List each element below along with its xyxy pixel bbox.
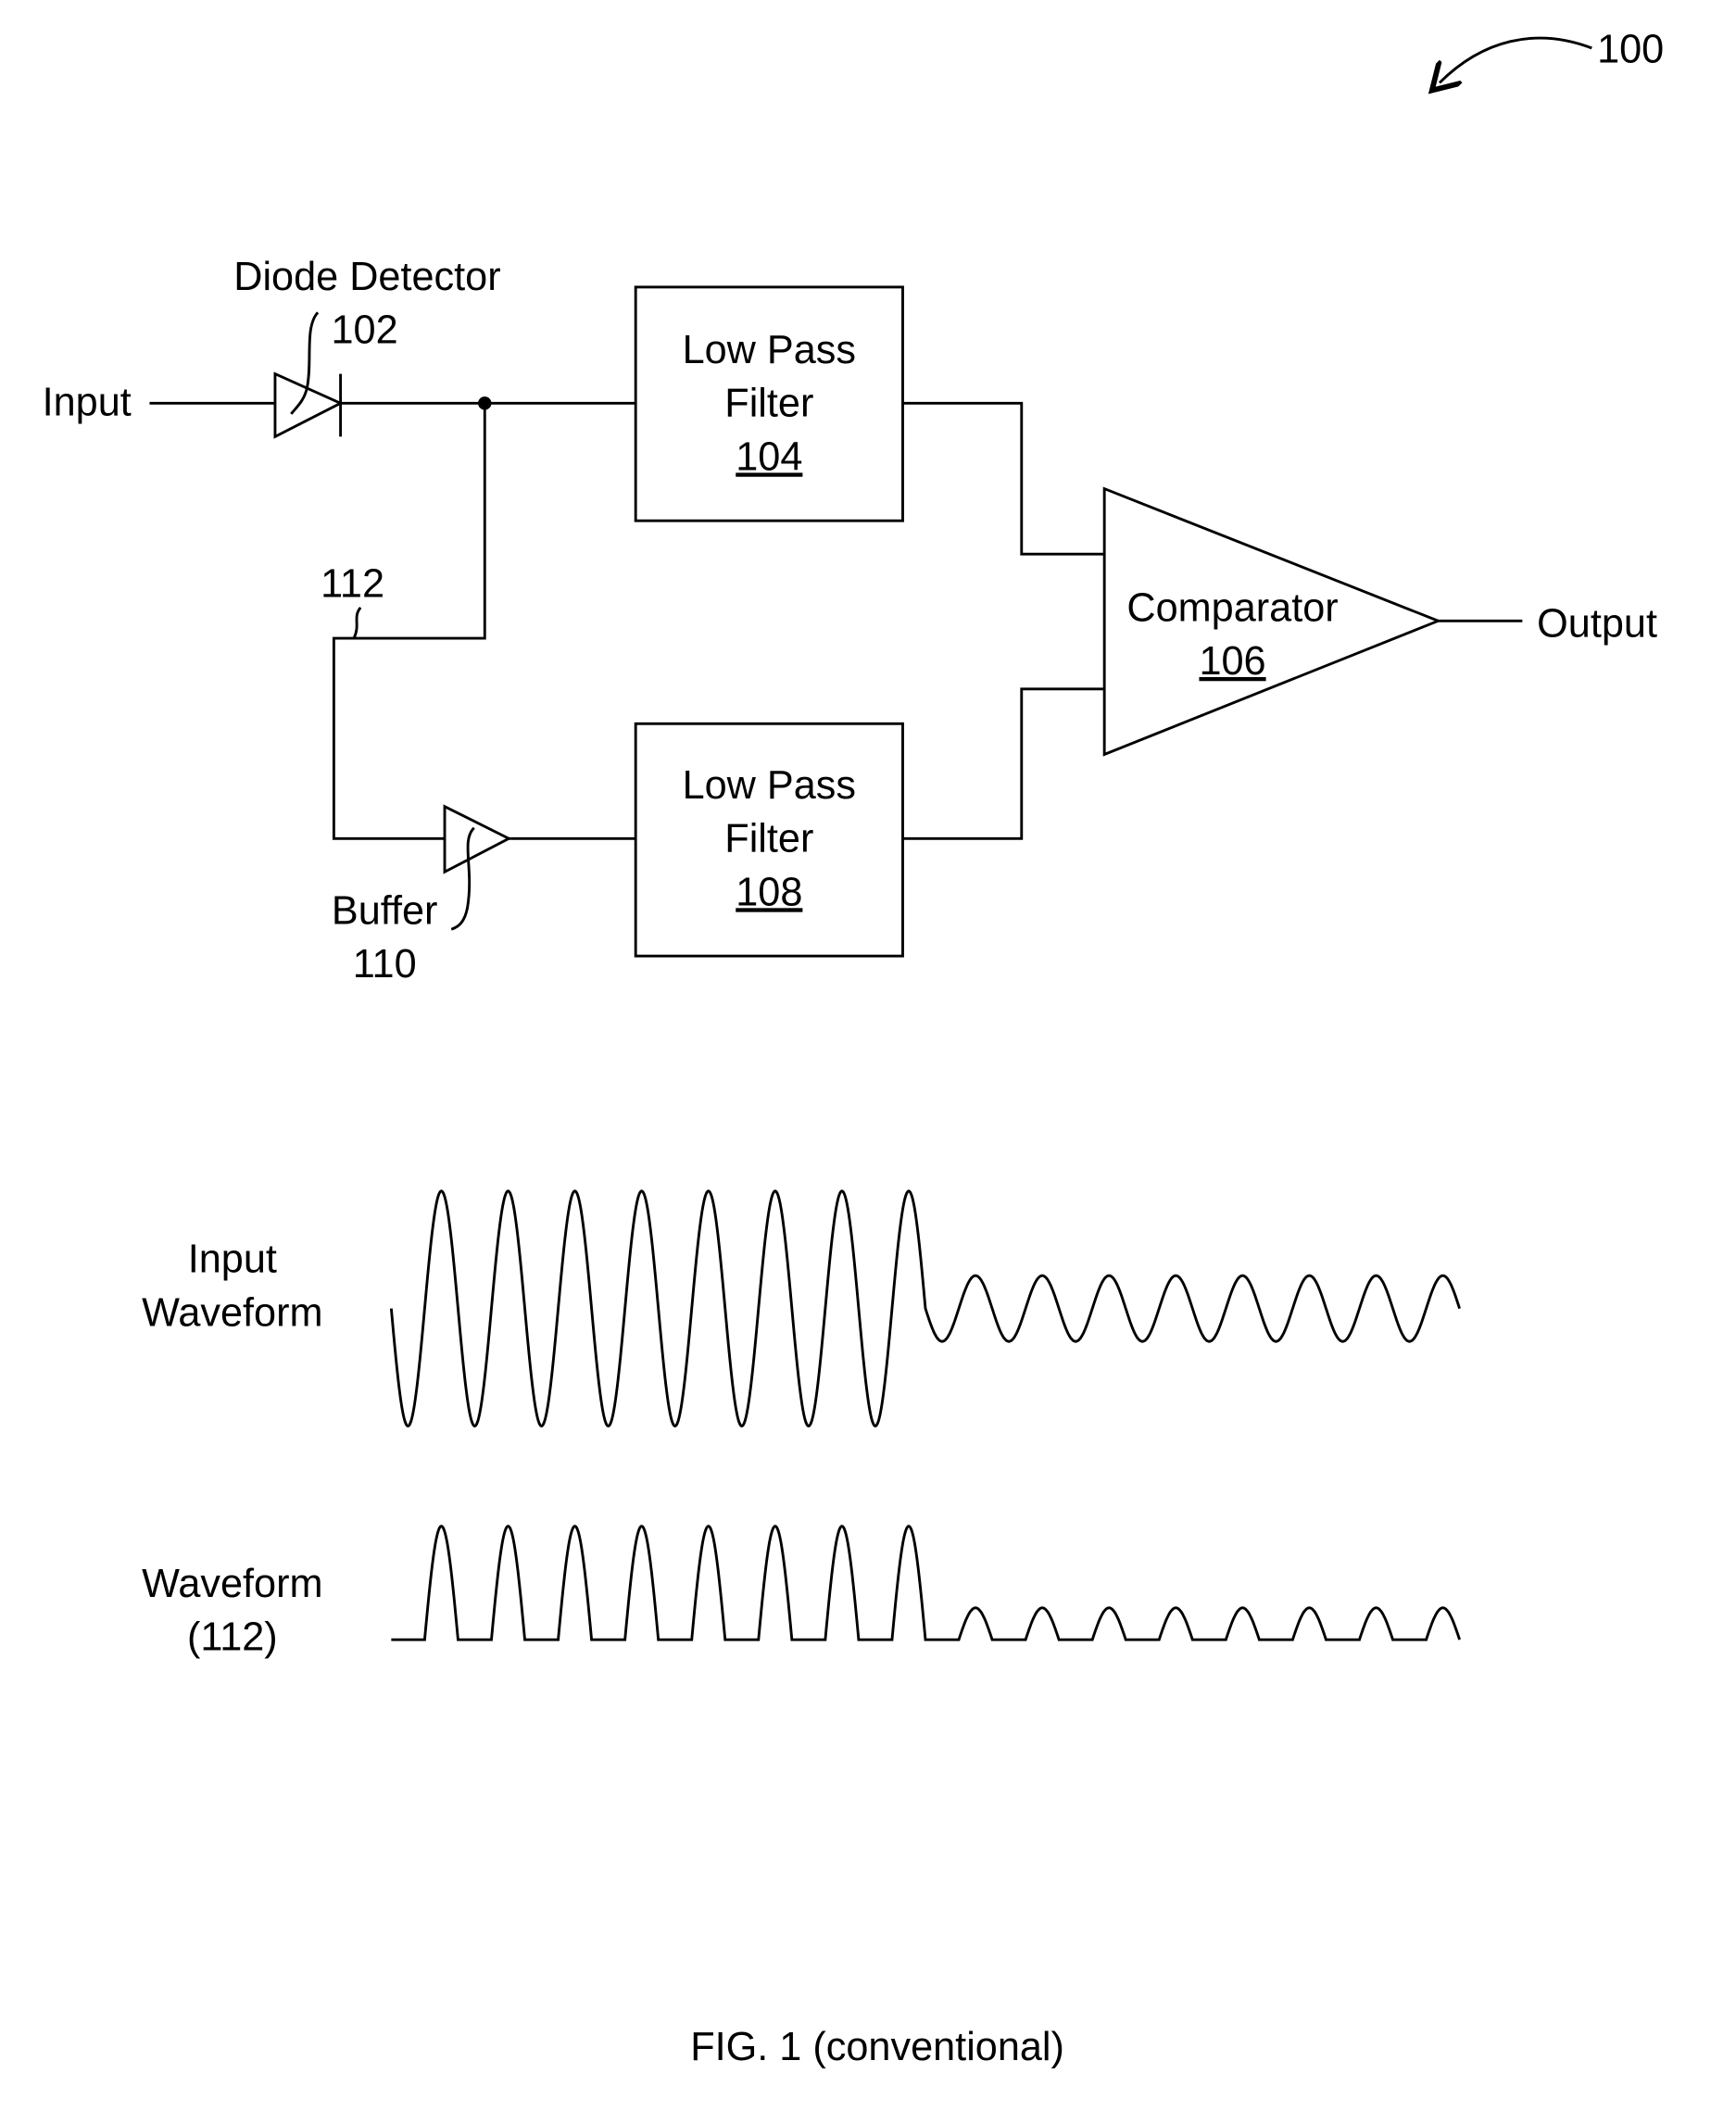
diode-leader — [291, 312, 318, 414]
lpf-108-line1: Low Pass — [683, 763, 856, 808]
lpf-104-line2: Filter — [724, 382, 813, 426]
buffer-ref-label: 110 — [353, 942, 417, 986]
comparator-ref-label: 106 — [1199, 639, 1265, 684]
buffer-leader — [451, 828, 474, 930]
reference-arrow — [1440, 38, 1591, 82]
rectified-waveform-label-1: Waveform — [142, 1562, 322, 1606]
diode-name-label: Diode Detector — [233, 255, 500, 299]
lpf-104-line1: Low Pass — [683, 328, 856, 372]
rectified-waveform-label-2: (112) — [187, 1615, 278, 1660]
output-label: Output — [1537, 602, 1657, 647]
input-waveform-label-1: Input — [188, 1238, 277, 1282]
input-waveform-trace — [391, 1191, 1459, 1426]
input-label: Input — [43, 380, 132, 424]
figure-ref-label: 100 — [1597, 28, 1664, 72]
buffer-name-label: Buffer — [332, 889, 438, 934]
input-waveform-label-2: Waveform — [142, 1290, 322, 1335]
lpf-108-line2: Filter — [724, 817, 813, 861]
buffer-icon — [445, 807, 509, 873]
diode-ref-label: 102 — [332, 308, 398, 352]
figure-caption: FIG. 1 (conventional) — [690, 2025, 1064, 2069]
lpf-104-output-wire — [902, 403, 1104, 554]
node-112-leader — [354, 608, 360, 638]
lpf-108-output-wire — [902, 689, 1104, 838]
comparator-name-label: Comparator — [1126, 585, 1338, 630]
lpf-108-ref: 108 — [736, 870, 802, 914]
lpf-104-ref: 104 — [736, 434, 802, 479]
node-ref-label: 112 — [321, 561, 384, 606]
rectified-waveform-112-trace — [391, 1527, 1459, 1640]
